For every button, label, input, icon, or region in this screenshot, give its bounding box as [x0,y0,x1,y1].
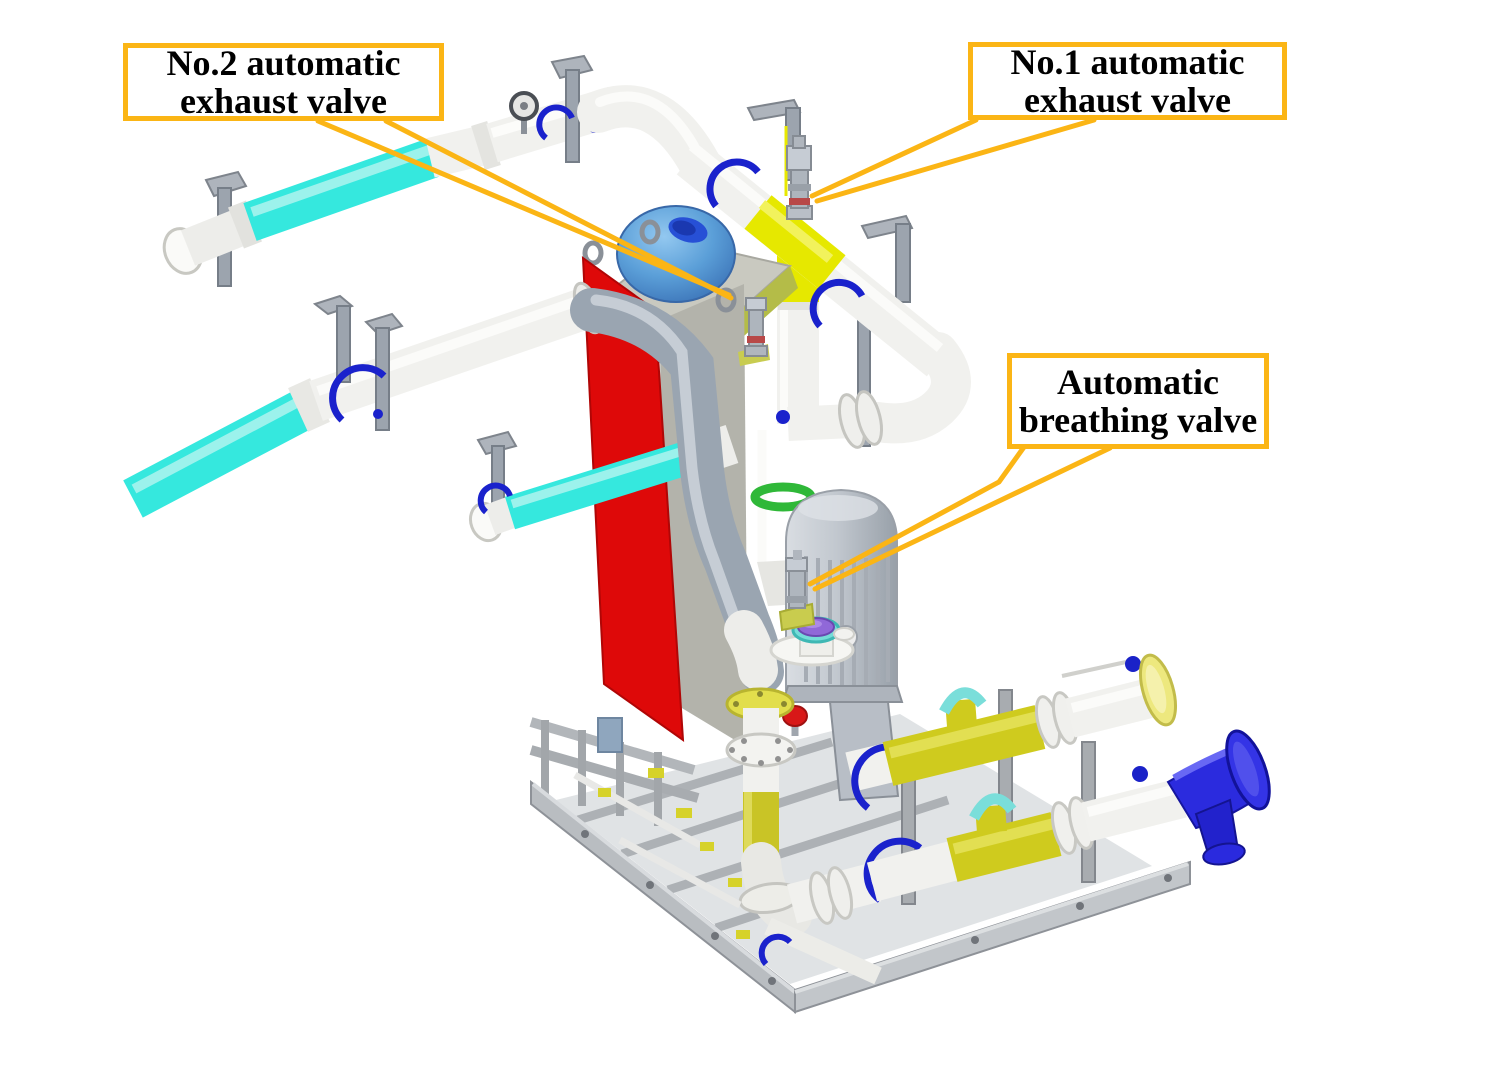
no1-leader-line [814,117,1097,204]
u-bolt-clamp [477,482,513,515]
u-bolt-clamp [329,364,387,423]
callout-text-line: Automatic [1057,362,1219,402]
u-bolt-clamp [863,837,923,903]
cyan-pipe-section [243,139,439,241]
exhaust-header-pipe [676,126,954,377]
automatic-breathing-valve [778,550,816,632]
base-frame-rails [530,779,1191,1015]
callout-text-line: exhaust valve [180,81,387,121]
lifting-eye [715,287,737,313]
small-pipe-fittings [573,768,742,909]
pipe-flange [854,390,884,446]
no1-automatic-exhaust-valve [784,126,813,220]
y-strainer-valve [1166,729,1271,866]
drain-pipe [736,917,882,985]
degassing-tank [769,550,855,800]
valve-knob [1125,656,1141,672]
callout-text-line: breathing valve [1018,400,1258,440]
cyan-pipe-section [123,391,312,518]
pipe-hanger-bracket [312,294,404,431]
no2-leader-line [315,118,732,298]
u-bolt-clamp [809,278,866,329]
red-hand-valve [782,705,808,736]
pipe-flange [826,866,854,920]
callout-no1-exhaust-valve: No.1 automatic exhaust valve [968,42,1287,120]
no2-leader-line [383,118,734,301]
no1-leader-line [809,117,979,199]
cyan-clamp [969,793,1017,821]
lifting-eye [639,219,661,245]
breathing-leader-line [807,444,1027,587]
u-bolt-clamp [706,158,761,209]
red-panel [581,255,685,743]
breathing-leader-line [812,445,1113,592]
yellow-pipe-section [946,812,1062,882]
yellow-pipe-section [882,705,1046,786]
u-bolt-clamp [536,104,575,141]
cyan-clamp [939,687,987,715]
u-bolt-clamp [758,933,793,967]
suction-riser-pipe [725,687,812,936]
valve-knob [1132,766,1148,782]
callout-text-line: No.1 automatic [1010,42,1245,82]
yellow-pipe-section [744,195,846,289]
junction-box [597,717,623,753]
callout-leaders [315,117,1113,592]
lower-outlet-pipe [786,729,1271,925]
valve-knob [776,410,790,424]
upper-outlet-pipe [845,653,1178,811]
gray-loop-pipe [123,281,784,694]
callout-breathing-valve: Automatic breathing valve [1007,353,1269,449]
upper-inlet-pipe [162,54,721,287]
pressure-gauge [509,91,539,134]
no2-automatic-exhaust-valve [738,297,770,366]
callout-text-line: exhaust valve [1024,80,1231,120]
callout-text-line: No.2 automatic [166,43,401,83]
lifting-eye [582,240,604,266]
callout-no2-exhaust-valve: No.2 automatic exhaust valve [123,43,444,121]
